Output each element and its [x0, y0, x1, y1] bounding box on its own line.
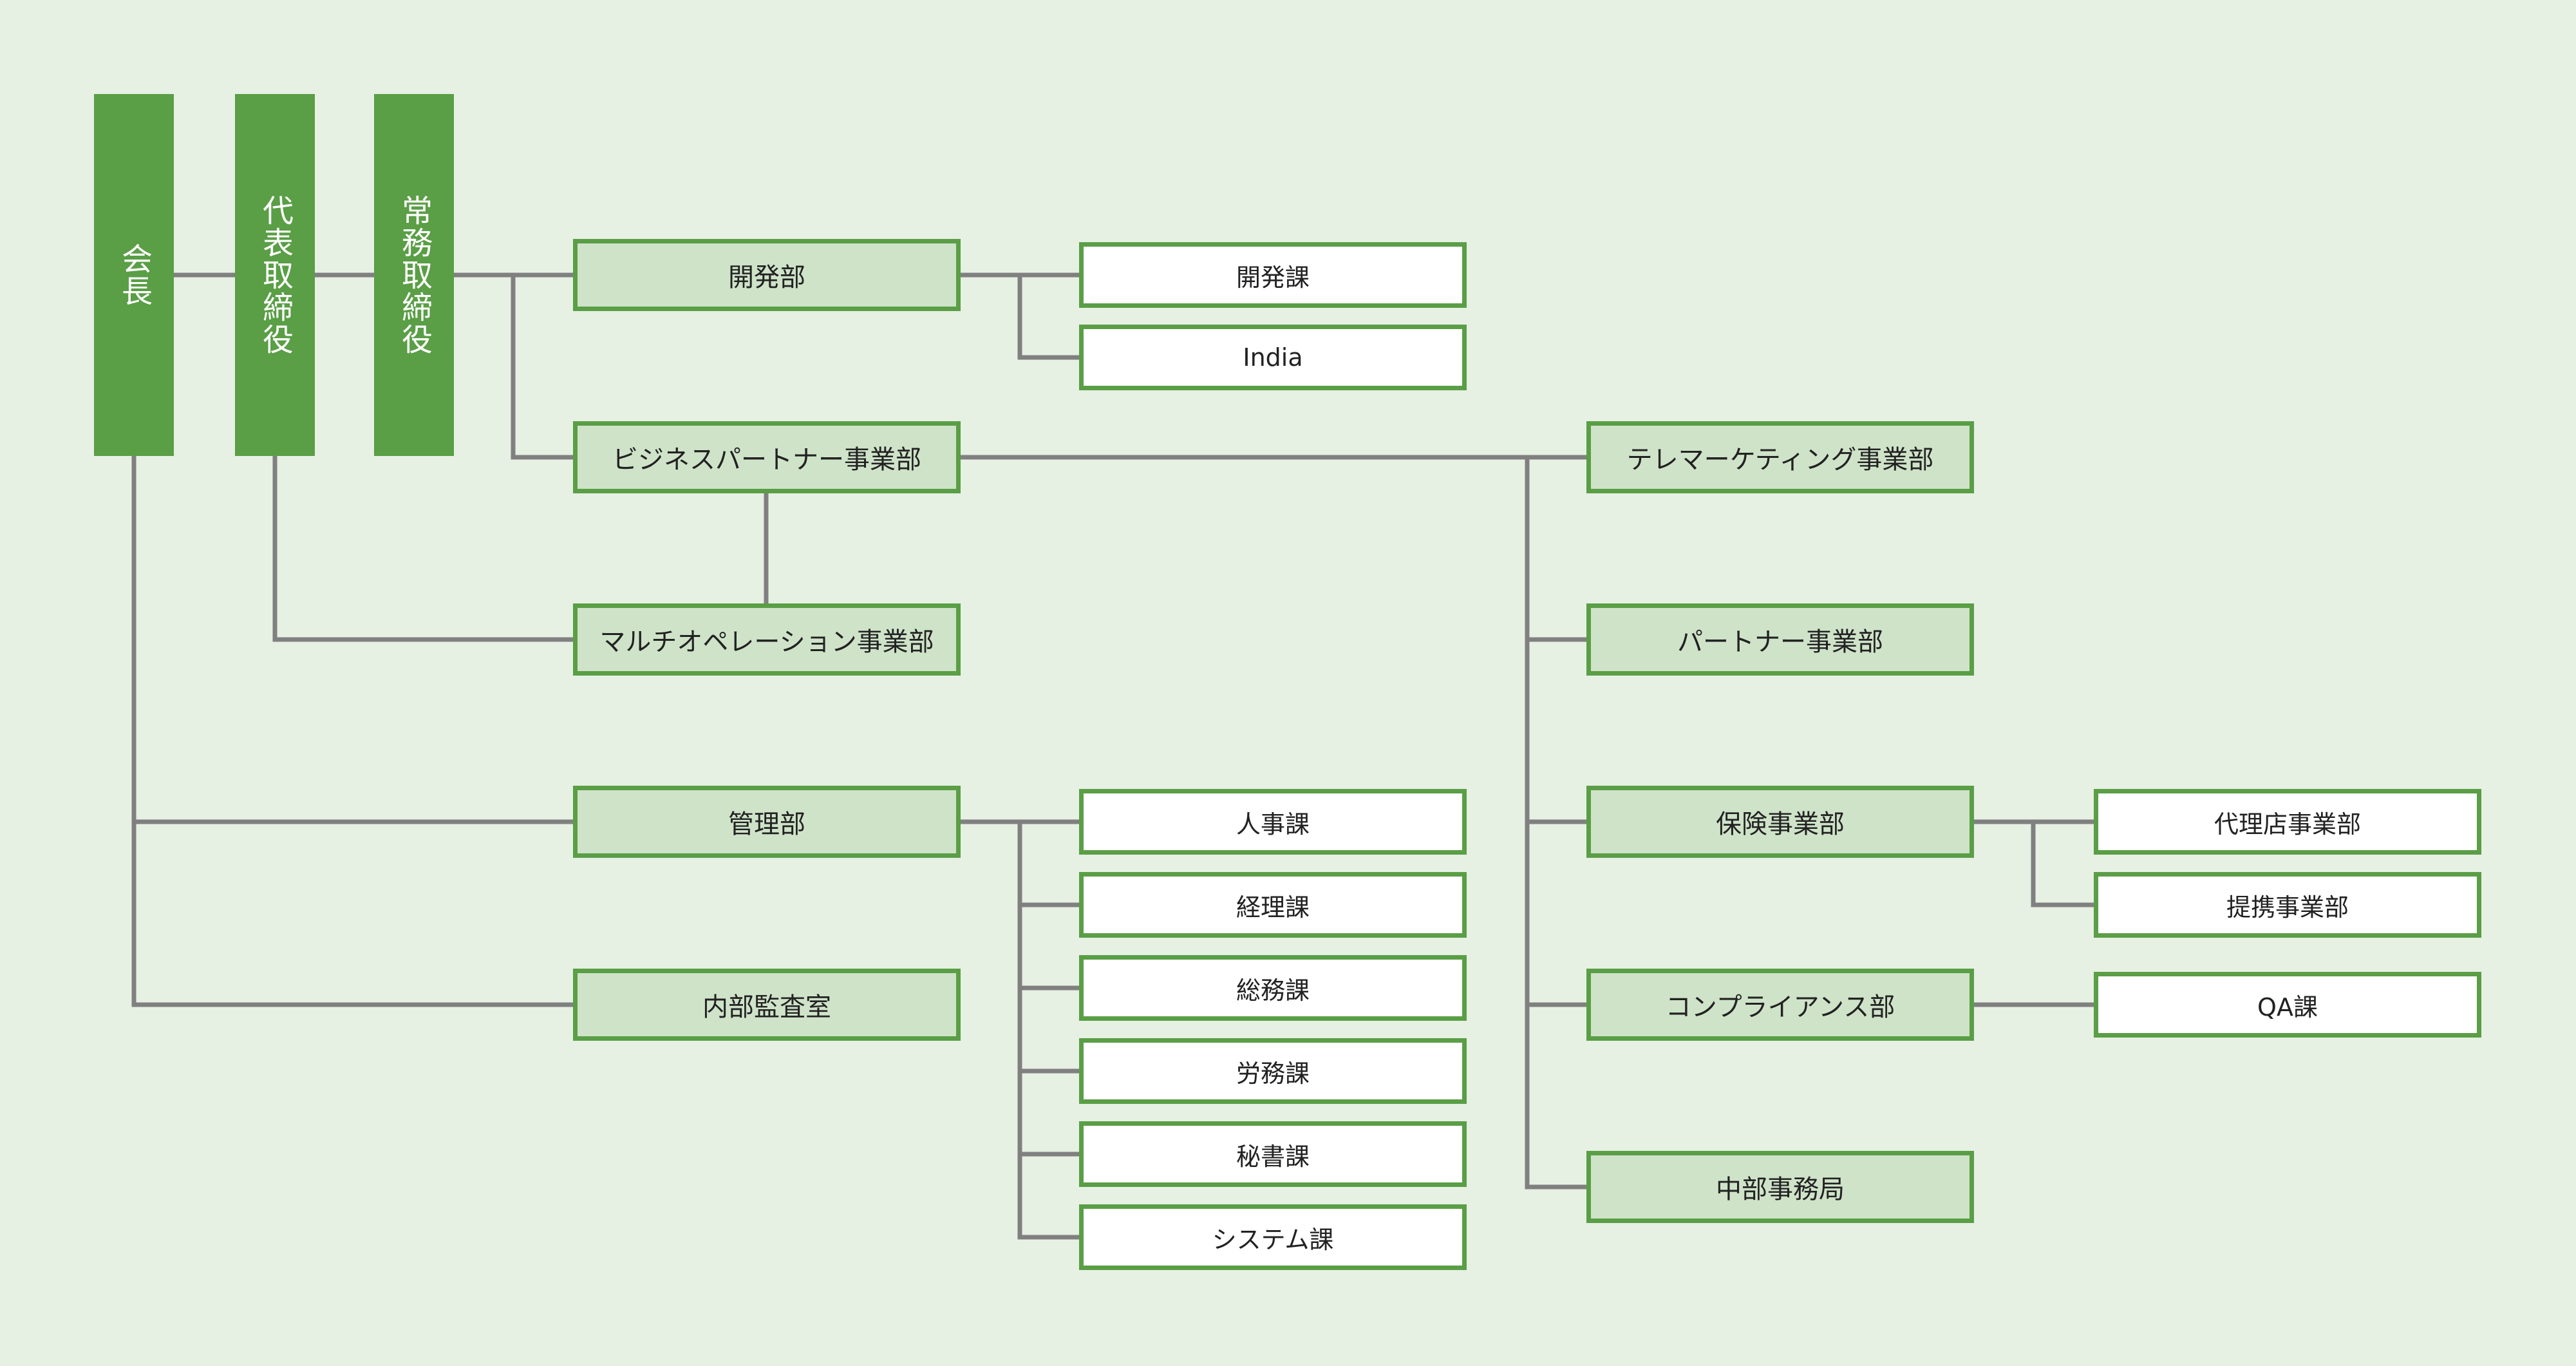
section-hr: 人事課	[1079, 789, 1467, 855]
dept-telemarketing-label: テレマーケティング事業部	[1626, 445, 1934, 475]
dept-chubu-office: 中部事務局	[1586, 1151, 1974, 1223]
dept-development: 開発部	[573, 239, 961, 311]
president-label: 代表取締役	[257, 194, 293, 356]
dept-partner-label: パートナー事業部	[1677, 627, 1883, 657]
dept-internal-audit: 内部監査室	[573, 969, 961, 1041]
chairman-box: 会長	[94, 94, 174, 456]
section-development-label: 開発課	[1236, 263, 1310, 292]
dept-insurance: 保険事業部	[1586, 786, 1974, 858]
section-secretary: 秘書課	[1079, 1121, 1467, 1187]
section-hr-label: 人事課	[1236, 810, 1310, 839]
dept-insurance-label: 保険事業部	[1716, 810, 1845, 839]
dept-compliance: コンプライアンス部	[1586, 969, 1974, 1041]
section-accounting: 経理課	[1079, 872, 1467, 938]
dept-telemarketing: テレマーケティング事業部	[1586, 421, 1974, 493]
dept-business-partner-label: ビジネスパートナー事業部	[612, 445, 921, 475]
dept-partner: パートナー事業部	[1586, 603, 1974, 676]
section-agency: 代理店事業部	[2094, 789, 2481, 855]
section-system: システム課	[1079, 1204, 1467, 1270]
section-development: 開発課	[1079, 242, 1467, 308]
dept-administration-label: 管理部	[728, 810, 805, 839]
dept-chubu-office-label: 中部事務局	[1716, 1175, 1845, 1204]
section-alliance-label: 提携事業部	[2226, 893, 2349, 922]
chairman-label: 会長	[116, 243, 152, 307]
section-agency-label: 代理店事業部	[2214, 810, 2361, 839]
dept-compliance-label: コンプライアンス部	[1665, 992, 1895, 1022]
dept-administration: 管理部	[573, 786, 961, 858]
dept-internal-audit-label: 内部監査室	[702, 992, 831, 1022]
section-accounting-label: 経理課	[1236, 893, 1310, 922]
section-labor-label: 労務課	[1236, 1059, 1310, 1088]
managing-director-label: 常務取締役	[396, 194, 432, 356]
dept-multi-operation-label: マルチオペレーション事業部	[599, 627, 934, 657]
dept-development-label: 開発部	[728, 263, 805, 292]
president-box: 代表取締役	[235, 94, 315, 456]
section-alliance: 提携事業部	[2094, 872, 2481, 938]
section-labor: 労務課	[1079, 1038, 1467, 1104]
section-general-affairs-label: 総務課	[1236, 976, 1310, 1005]
section-india: India	[1079, 325, 1467, 390]
section-system-label: システム課	[1212, 1225, 1334, 1254]
dept-multi-operation: マルチオペレーション事業部	[573, 603, 961, 676]
section-qa-label: QA課	[2257, 992, 2318, 1021]
dept-business-partner: ビジネスパートナー事業部	[573, 421, 961, 493]
section-secretary-label: 秘書課	[1236, 1142, 1310, 1171]
section-india-label: India	[1243, 343, 1303, 372]
section-general-affairs: 総務課	[1079, 955, 1467, 1021]
managing-director-box: 常務取締役	[374, 94, 454, 456]
section-qa: QA課	[2094, 972, 2481, 1038]
